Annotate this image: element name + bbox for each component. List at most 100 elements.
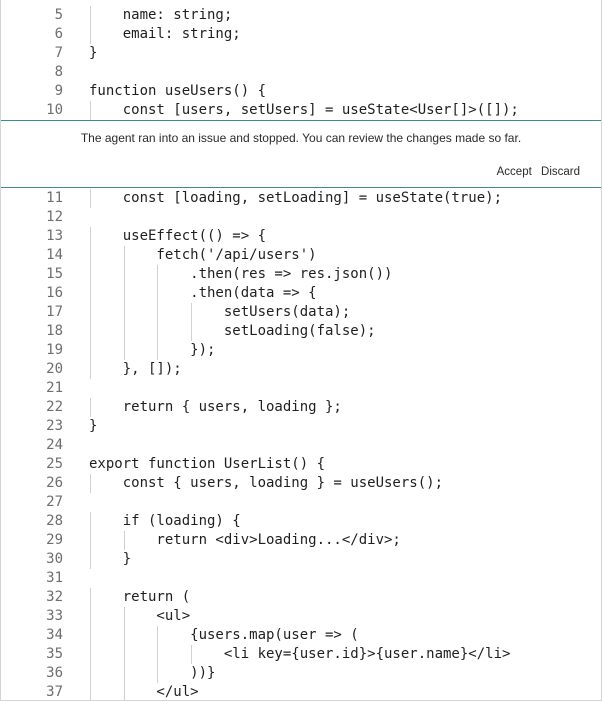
discard-button[interactable]: Discard [541, 166, 580, 178]
separator-bottom [1, 187, 601, 188]
line-number: 25 [46, 456, 63, 472]
indent-guide [123, 341, 125, 360]
indent-guide [90, 531, 91, 550]
code-line: 28 if (loading) { [1, 512, 601, 531]
line-number: 30 [46, 551, 63, 567]
line-number: 14 [46, 247, 63, 263]
code-text: fetch('/api/users') [89, 247, 317, 263]
code-line: 18 setLoading(false); [1, 322, 601, 341]
line-number: 13 [46, 228, 63, 244]
code-line: 35 <li key={user.id}>{user.name}</li> [1, 645, 601, 664]
line-number: 33 [46, 608, 63, 624]
line-number: 6 [54, 26, 63, 42]
code-text: return <div>Loading...</div>; [89, 532, 401, 548]
indent-guide [123, 683, 125, 700]
code-text: useEffect(() => { [89, 228, 267, 244]
code-line: 34 {users.map(user => ( [1, 626, 601, 645]
code-line: 13 useEffect(() => { [1, 227, 601, 246]
code-text: }); [89, 342, 216, 358]
code-text: const { users, loading } = useUsers(); [89, 475, 444, 491]
indent-guide [157, 284, 159, 303]
indent-guide [90, 360, 91, 379]
indent-guide [123, 303, 125, 322]
code-text: ))} [89, 665, 216, 681]
code-text: </ul> [89, 684, 199, 700]
line-number: 37 [46, 684, 63, 700]
line-number: 9 [54, 83, 63, 99]
indent-guide [90, 322, 91, 341]
code-line: 20 }, []); [1, 360, 601, 379]
accept-button[interactable]: Accept [496, 166, 532, 178]
code-line: 5 name: string; [1, 6, 601, 25]
code-line: 16 .then(data => { [1, 284, 601, 303]
agent-stopped-notice: The agent ran into an issue and stopped.… [1, 121, 601, 187]
line-number: 17 [46, 304, 63, 320]
code-line: 6 email: string; [1, 25, 601, 44]
code-text: }, []); [89, 361, 182, 377]
indent-guide [90, 550, 91, 569]
code-line: 23} [1, 417, 601, 436]
code-text: {users.map(user => ( [89, 627, 359, 643]
indent-guide [123, 607, 125, 626]
line-number: 12 [46, 209, 63, 225]
code-line: 10 const [users, setUsers] = useState<Us… [1, 101, 601, 120]
notice-message: The agent ran into an issue and stopped.… [80, 131, 522, 145]
indent-guide [190, 645, 192, 664]
line-number: 21 [46, 380, 63, 396]
code-line: 24 [1, 436, 601, 455]
code-text: return ( [89, 589, 191, 605]
line-number: 19 [46, 342, 63, 358]
code-text: return { users, loading }; [89, 399, 342, 415]
indent-guide [90, 645, 91, 664]
code-text: export function UserList() { [89, 456, 326, 472]
line-number: 29 [46, 532, 63, 548]
code-line: 26 const { users, loading } = useUsers()… [1, 474, 601, 493]
code-line: 33 <ul> [1, 607, 601, 626]
line-number: 24 [46, 437, 63, 453]
code-text: } [89, 418, 98, 434]
indent-guide [90, 101, 91, 120]
indent-guide [190, 303, 192, 322]
indent-guide [157, 303, 159, 322]
line-number: 20 [46, 361, 63, 377]
indent-guide [157, 664, 159, 683]
indent-guide [123, 284, 125, 303]
code-text: if (loading) { [89, 513, 241, 529]
code-text: .then(res => res.json()) [89, 266, 393, 282]
indent-guide [90, 626, 91, 645]
indent-guide [157, 341, 159, 360]
line-number: 35 [46, 646, 63, 662]
code-text: <ul> [89, 608, 191, 624]
indent-guide [90, 6, 91, 25]
indent-guide [90, 265, 91, 284]
line-number: 34 [46, 627, 63, 643]
line-number: 8 [54, 64, 63, 80]
code-line: 31 [1, 569, 601, 588]
code-block-bottom: 11 const [loading, setLoading] = useStat… [1, 189, 601, 700]
line-number: 28 [46, 513, 63, 529]
indent-guide [90, 189, 91, 208]
indent-guide [123, 246, 125, 265]
line-number: 32 [46, 589, 63, 605]
indent-guide [90, 246, 91, 265]
indent-guide [90, 398, 91, 417]
indent-guide [90, 341, 91, 360]
line-number: 18 [46, 323, 63, 339]
code-text: setUsers(data); [89, 304, 351, 320]
indent-guide [90, 683, 91, 700]
line-number: 27 [46, 494, 63, 510]
indent-guide [90, 512, 91, 531]
code-line: 30 } [1, 550, 601, 569]
code-line: 8 [1, 63, 601, 82]
indent-guide [157, 645, 159, 664]
code-line: 25 export function UserList() { [1, 455, 601, 474]
indent-guide [123, 626, 125, 645]
line-number: 11 [46, 190, 63, 206]
indent-guide [90, 588, 91, 607]
code-line: 17 setUsers(data); [1, 303, 601, 322]
line-number: 16 [46, 285, 63, 301]
indent-guide [90, 664, 91, 683]
